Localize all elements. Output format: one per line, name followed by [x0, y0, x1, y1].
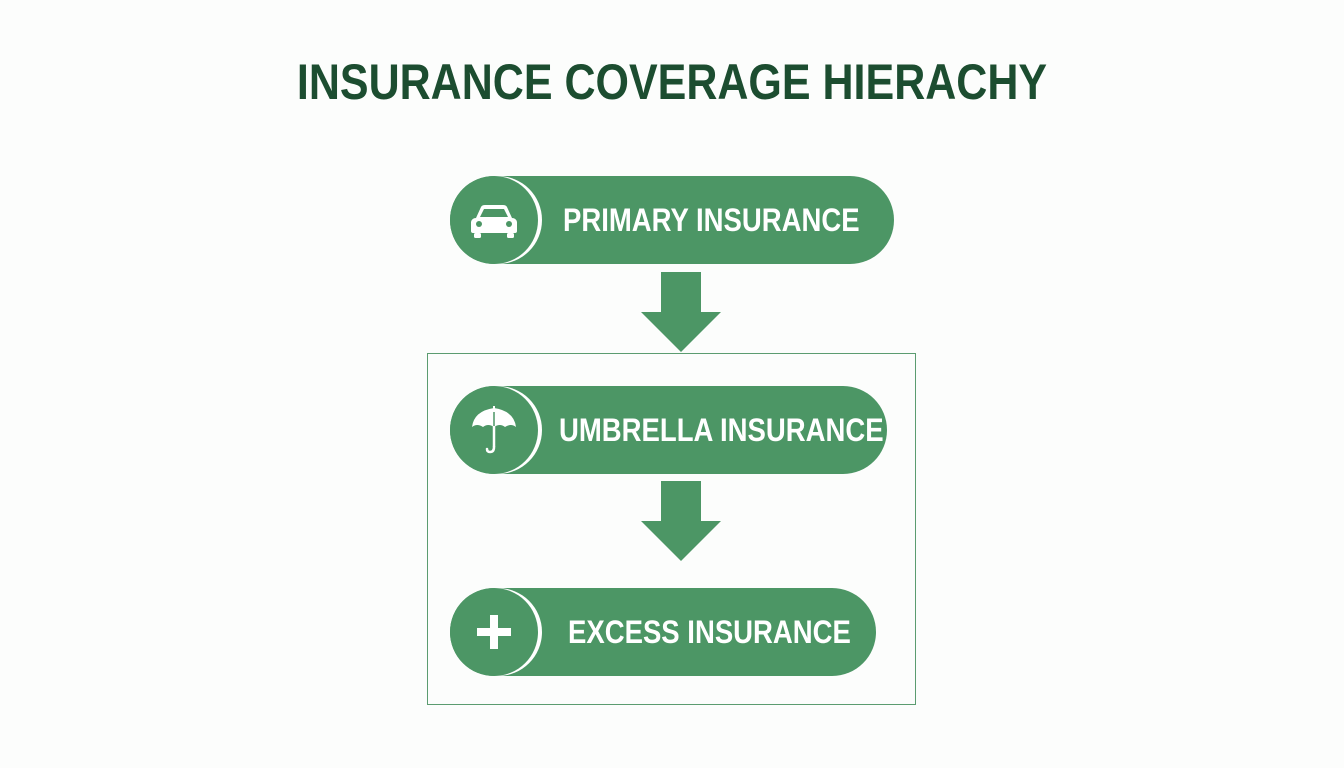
umbrella-icon: [450, 386, 538, 474]
plus-icon: [450, 588, 538, 676]
diagram-title: INSURANCE COVERAGE HIERACHY: [296, 54, 1048, 110]
car-icon: [450, 176, 538, 264]
arrow-down-icon: [641, 481, 721, 561]
tier-excess: EXCESS INSURANCE: [450, 588, 876, 676]
arrow-down-icon: [641, 272, 721, 352]
tier-primary: PRIMARY INSURANCE: [450, 176, 894, 264]
secondary-coverage-box: [427, 353, 916, 705]
tier-label: UMBRELLA INSURANCE: [559, 412, 884, 448]
tier-umbrella: UMBRELLA INSURANCE: [450, 386, 887, 474]
tier-label: EXCESS INSURANCE: [568, 614, 851, 650]
tier-label: PRIMARY INSURANCE: [563, 202, 860, 238]
